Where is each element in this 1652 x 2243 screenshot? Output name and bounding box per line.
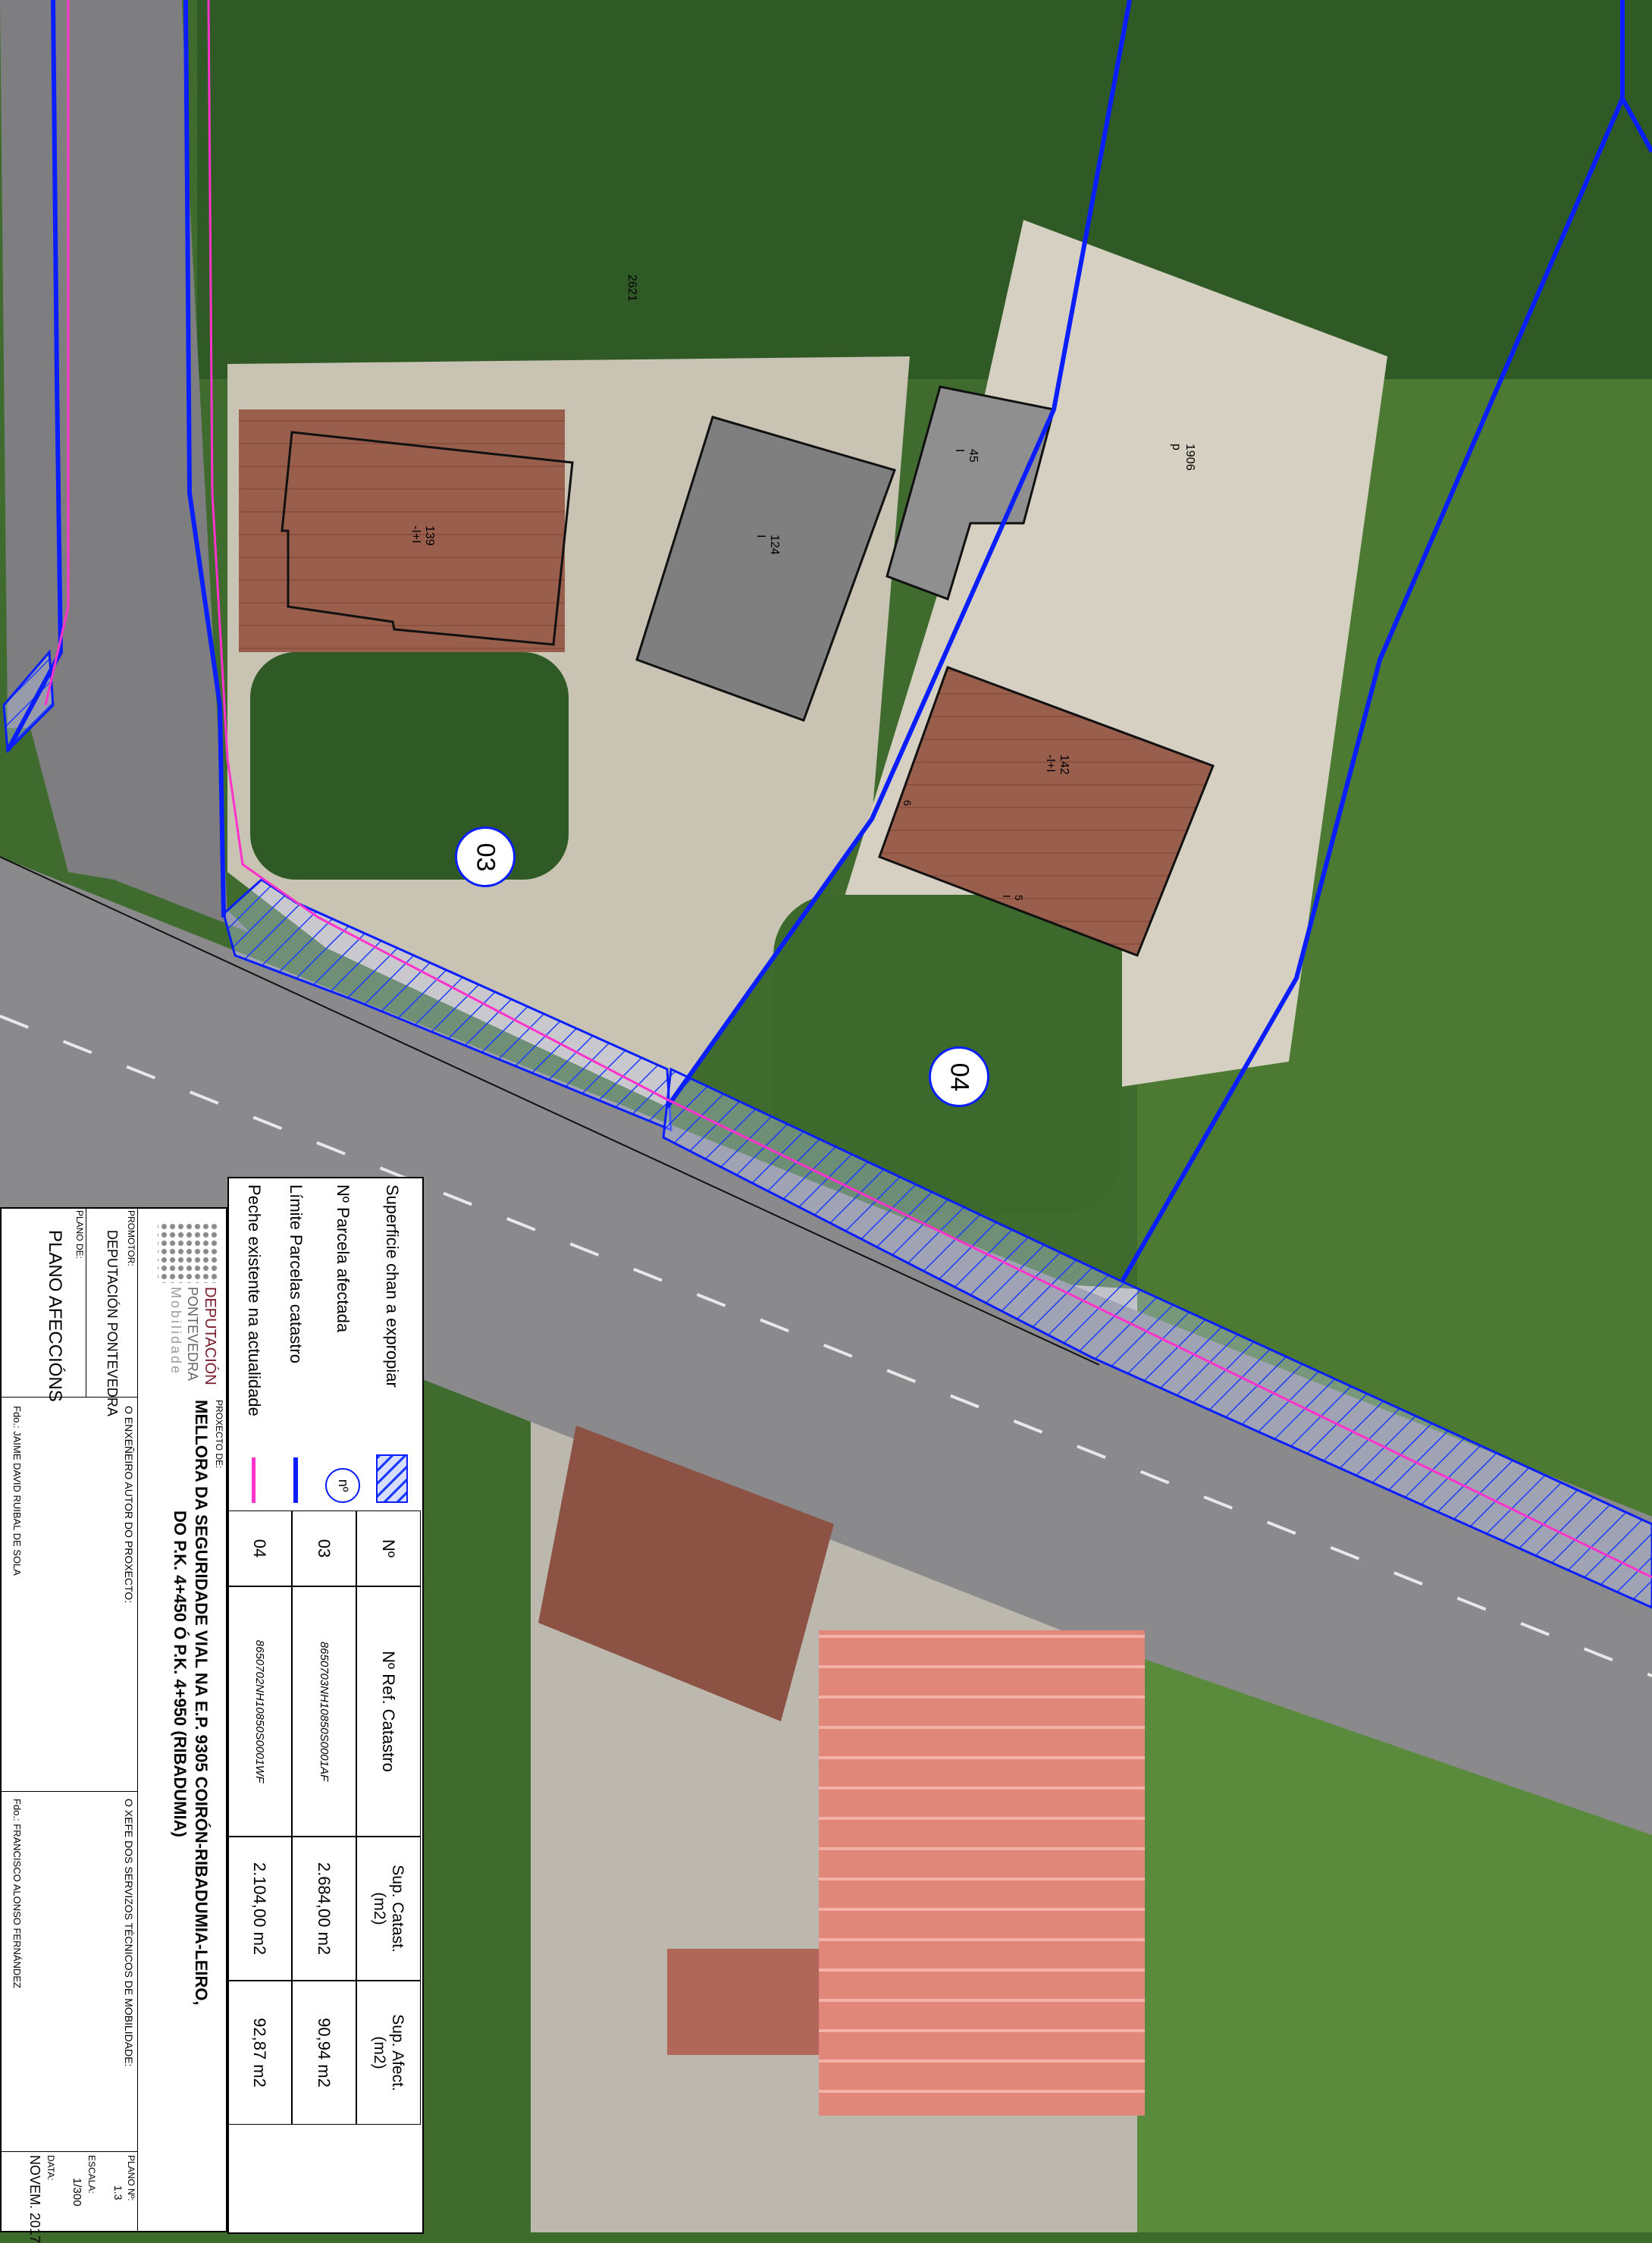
- legend-item-0: Superficie chan a expropiar: [371, 1184, 413, 1503]
- table-row: 04 8650702NH10850S0001WF 2.104,00 m2 92,…: [227, 1510, 292, 2232]
- chief-label: O XEFE DOS SERVIZOS TÉCNICOS DE MOBILIDA…: [123, 1799, 135, 2067]
- cadastral-boundaries: [5, 0, 1652, 1283]
- table-cell: 8650703NH10850S0001AF: [292, 1586, 356, 1837]
- legend-label-3: Peche existente na actualidade: [245, 1184, 264, 1416]
- forest-north: [197, 0, 1652, 379]
- title-block-panel: [0, 1207, 227, 2232]
- chief-name: Fdo.: FRANCISCO ALONSO FERNÁNDEZ: [11, 1799, 23, 1988]
- legend-label-1: Nº Parcela afectada: [334, 1184, 353, 1333]
- legend-hatch-swatch: [376, 1454, 409, 1503]
- logo-name: DEPUTACIÓN: [202, 1287, 218, 1385]
- road-centerline: [0, 1015, 1652, 1677]
- engineer-label: O ENXEÑEIRO AUTOR DO PROXECTO:: [123, 1406, 135, 1604]
- table-header-cell: Nº: [356, 1510, 421, 1586]
- building-124: [635, 416, 896, 722]
- parcel-label-124: 124 I: [754, 535, 781, 555]
- promotor-value: DEPUTACIÓN PONTEVEDRA: [105, 1230, 120, 1416]
- parcel-marker-03-label: 03: [471, 842, 500, 871]
- engineer-name: Fdo.: JAIME DAVID RUIBAL DE SOLA: [11, 1406, 23, 1576]
- table-cell: 2.684,00 m2: [292, 1837, 356, 1981]
- plano-de-box: [0, 1207, 86, 1398]
- legend-item-1: Nº Parcela afectada nº: [322, 1184, 364, 1503]
- table-cell: 2.104,00 m2: [227, 1837, 292, 1981]
- logo-sub1: PONTEVEDRA: [185, 1287, 200, 1382]
- parcel-label-6: 6: [901, 800, 914, 806]
- title-block: DEPUTACIÓN PONTEVEDRA Mobilidade PROMOTO…: [0, 1207, 227, 2243]
- proxecto-label: PROXECTO DE:: [214, 1400, 224, 1469]
- parcel-table-panel: [227, 1510, 424, 2234]
- building-south-3: [667, 1949, 819, 2055]
- logo-sub2: Mobilidade: [168, 1287, 183, 1376]
- signature-divider: [0, 1791, 138, 1792]
- legend-item-2: Límite Parcelas catastro: [277, 1184, 315, 1503]
- legend-item-3: Peche existente na actualidade: [235, 1184, 273, 1503]
- table-header-row: Nº Nº Ref. Catastro Sup. Catast. (m2) Su…: [356, 1510, 421, 2232]
- legend-blue-line-swatch: [293, 1457, 298, 1503]
- escala-value: 1/300: [71, 2178, 83, 2207]
- garden-trees-03: [250, 652, 569, 880]
- building-142: [878, 666, 1215, 957]
- expropriation-strip-north: [2, 649, 55, 754]
- legend-content: Superficie chan a expropiar Nº Parcela a…: [227, 1177, 421, 1510]
- building-south-2: [819, 1630, 1145, 2116]
- building-139: [239, 409, 565, 652]
- parcel-marker-04: 04: [929, 1046, 989, 1107]
- legend-label-2: Límite Parcelas catastro: [287, 1184, 306, 1363]
- parcel-label-45: 45 I: [953, 449, 980, 463]
- plano-de-value: PLANO AFECCIÓNS: [45, 1230, 65, 1402]
- table-header-cell: Sup. Catast. (m2): [356, 1837, 421, 1981]
- proxecto-line2: DO P.K. 4+450 Ó P.K. 4+950 (RIBADUMIA): [171, 1510, 190, 1837]
- existing-fence: [207, 0, 1652, 1579]
- parcel-label-2621: 2621: [625, 274, 638, 302]
- plano-de-label: PLANO DE:: [74, 1210, 85, 1260]
- table-row: 03 8650703NH10850S0001AF 2.684,00 m2 90,…: [292, 1510, 356, 2232]
- parcel-marker-03: 03: [455, 827, 516, 887]
- building-south-1: [538, 1426, 834, 1721]
- existing-fence-north: [44, 0, 70, 706]
- plano-n-value: 1.3: [112, 2185, 124, 2201]
- yard-parcel-04: [796, 220, 1387, 1107]
- parcel-label-5: 5 I: [1001, 895, 1025, 901]
- plano-n-label: PLANO Nº:: [126, 2155, 136, 2201]
- parcel-label-1906: 1906 p: [1170, 444, 1196, 471]
- legend-magenta-line-swatch: [252, 1457, 256, 1503]
- road-edge: [0, 856, 1100, 1366]
- parcel-marker-04-label: 04: [945, 1062, 974, 1091]
- parcel-label-142: 142 -I+I: [1044, 754, 1071, 775]
- building-139-outline: [281, 431, 574, 646]
- legend-circle-swatch: nº: [325, 1468, 361, 1503]
- parcel-label-139: 139 -I+I: [409, 525, 436, 546]
- data-value: NOVEM. 2017: [27, 2155, 42, 2243]
- legend-label-0: Superficie chan a expropiar: [383, 1184, 403, 1388]
- table-cell: 04: [227, 1510, 292, 1586]
- parcel-table: Nº Nº Ref. Catastro Sup. Catast. (m2) Su…: [227, 1510, 421, 2232]
- table-cell: 03: [292, 1510, 356, 1586]
- table-header-cell: Sup. Afect. (m2): [356, 1981, 421, 2125]
- promotor-label: PROMOTOR:: [126, 1210, 136, 1266]
- table-header-cell: Nº Ref. Catastro: [356, 1586, 421, 1837]
- table-cell: 92,87 m2: [227, 1981, 292, 2125]
- table-cell: 90,94 m2: [292, 1981, 356, 2125]
- data-label: DATA:: [45, 2155, 56, 2181]
- logo-dots-icon: [158, 1222, 218, 1283]
- escala-label: ESCALA:: [86, 2155, 97, 2194]
- proxecto-line1: MELLORA DA SEGURIDADE VIAL NA E.P. 9305 …: [192, 1400, 211, 2006]
- table-cell: 8650702NH10850S0001WF: [227, 1586, 292, 1837]
